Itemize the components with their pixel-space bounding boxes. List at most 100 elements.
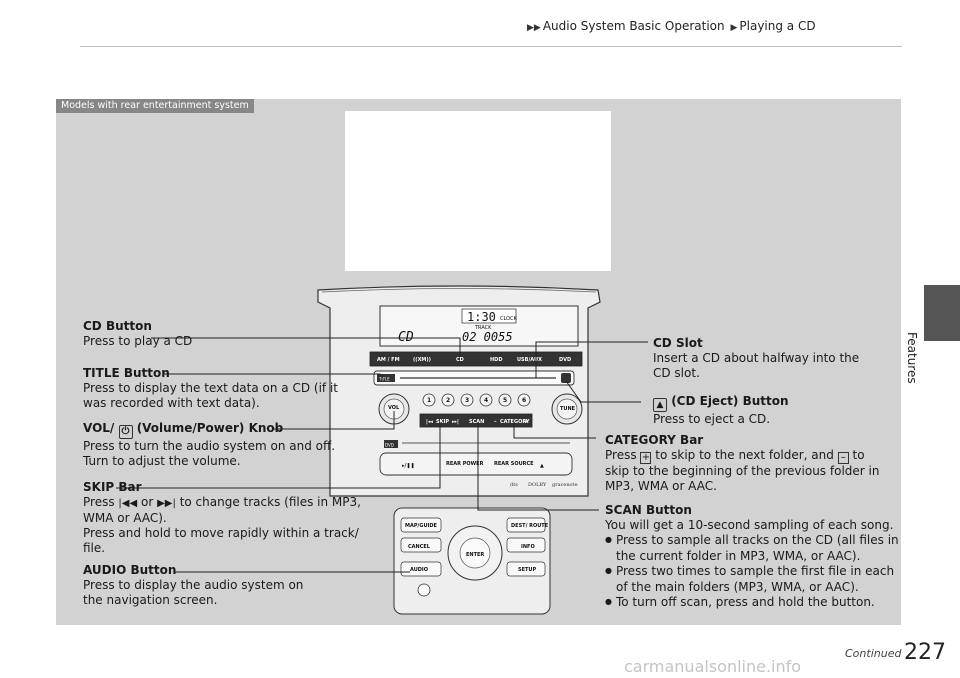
callout-bullet: Press two times to sample the first file… — [605, 564, 899, 580]
leader-line — [535, 341, 648, 378]
info-button[interactable]: INFO — [521, 544, 535, 550]
screen-image-placeholder — [345, 111, 611, 271]
callout-title: VOL/ — [83, 421, 115, 435]
preset-label: 6 — [522, 397, 526, 404]
callout-line: the navigation screen. — [83, 593, 218, 607]
minus-icon: – — [837, 452, 849, 464]
callout-title-button: TITLE Button Press to display the text d… — [83, 366, 338, 411]
leader-line — [513, 422, 596, 439]
skip-bar-label[interactable]: SKIP — [436, 419, 449, 425]
preset-button-3[interactable] — [460, 393, 474, 407]
callout-line: Press to play a CD — [83, 334, 193, 348]
header-divider — [80, 46, 902, 47]
callout-audio-button: AUDIO Button Press to display the audio … — [83, 563, 303, 608]
gracenote-logo: gracenote — [552, 482, 578, 488]
cancel-button[interactable]: CANCEL — [408, 544, 431, 550]
preset-button-2[interactable] — [441, 393, 455, 407]
preset-label: 2 — [446, 397, 450, 404]
cd-button[interactable]: CD — [456, 357, 464, 363]
breadcrumb: ▶▶Audio System Basic Operation ▶Playing … — [525, 19, 816, 33]
callout-cd-slot: CD Slot Insert a CD about halfway into t… — [653, 336, 859, 381]
callout-text: Press — [83, 495, 115, 509]
eject-button[interactable] — [561, 373, 571, 383]
watermark: carmanualsonline.info — [624, 657, 802, 676]
dts-logo: dts — [510, 482, 518, 488]
setup-button[interactable]: SETUP — [518, 567, 536, 573]
callout-text: to change tracks (files in MP3, — [179, 495, 361, 509]
leader-line — [477, 422, 599, 511]
callout-title: SCAN Button — [605, 503, 692, 517]
scan-button[interactable]: SCAN — [469, 419, 484, 425]
rear-source-button[interactable]: REAR SOURCE — [494, 461, 534, 467]
callout-line: Turn to adjust the volume. — [83, 454, 241, 468]
preset-button-5[interactable] — [498, 393, 512, 407]
dolby-logo: DOLBY — [528, 482, 547, 488]
callout-title: AUDIO Button — [83, 563, 177, 577]
callout-scan-button: SCAN Button You will get a 10-second sam… — [605, 503, 899, 611]
callout-line: was recorded with text data). — [83, 396, 260, 410]
callout-line: WMA or AAC). — [83, 511, 167, 525]
callout-title: SKIP Bar — [83, 480, 142, 494]
map-guide-button[interactable]: MAP/GUIDE — [405, 523, 438, 529]
callout-line: file. — [83, 541, 106, 555]
callout-text: or — [141, 495, 154, 509]
skip-back-icon: |◀◀ — [118, 498, 138, 509]
leader-line — [151, 337, 461, 357]
category-plus-icon[interactable]: + — [524, 419, 528, 425]
callout-title: CATEGORY Bar — [605, 433, 704, 447]
callout-text: to skip to the next folder, and — [655, 448, 834, 462]
audio-button[interactable]: AUDIO — [410, 567, 428, 573]
preset-label: 4 — [484, 397, 488, 404]
enter-button[interactable]: ENTER — [466, 552, 484, 558]
callout-line: Press and hold to move rapidly within a … — [83, 526, 359, 540]
skip-forward-icon[interactable]: ▸▸| — [452, 419, 459, 425]
callout-cd-button: CD Button Press to play a CD — [83, 319, 192, 349]
preset-button-1[interactable] — [422, 393, 436, 407]
breadcrumb-item[interactable]: Audio System Basic Operation — [542, 19, 725, 33]
usb-aux-button[interactable]: USB/AUX — [517, 357, 542, 363]
callout-line: Press to display the audio system on — [83, 578, 304, 592]
voice-button[interactable] — [417, 583, 431, 597]
title-button[interactable] — [377, 374, 395, 382]
skip-back-icon[interactable]: |◂◂ — [426, 419, 433, 425]
page-number: 227 — [904, 640, 946, 665]
callout-title: TITLE Button — [83, 366, 170, 380]
callout-vol-knob: VOL/ ⏻ (Volume/Power) Knob Press to turn… — [83, 421, 335, 469]
leader-line — [565, 380, 641, 403]
callout-cd-eject: ▲ (CD Eject) Button Press to eject a CD. — [653, 394, 789, 427]
hdd-button[interactable]: HDD — [490, 357, 503, 363]
continued-label: Continued — [845, 647, 902, 660]
callout-bullet: To turn off scan, press and hold the but… — [605, 595, 899, 611]
callout-title: CD Button — [83, 319, 152, 333]
callout-title: (CD Eject) Button — [671, 394, 789, 408]
category-bar-label[interactable]: CATEGORY — [500, 419, 530, 425]
title-button-label: TITLE — [378, 377, 390, 382]
breadcrumb-item[interactable]: Playing a CD — [739, 19, 816, 33]
leader-line — [116, 422, 441, 489]
am-fm-button[interactable]: AM / FM — [377, 357, 400, 363]
xm-button-icon[interactable]: ((XM)) — [413, 357, 431, 363]
dest-route-button[interactable]: DEST/ ROUTE — [511, 523, 549, 529]
plus-icon: + — [640, 452, 652, 464]
display-track-time: 02 0055 — [462, 330, 513, 344]
dvd-eject-button[interactable]: ▲ — [540, 463, 544, 469]
preset-button-6[interactable] — [517, 393, 531, 407]
dvd-button[interactable]: DVD — [559, 357, 571, 363]
section-tab — [924, 285, 960, 341]
callout-bullet-cont: of the main folders (MP3, WMA, or AAC). — [616, 580, 859, 594]
vol-knob-label: VOL — [388, 405, 400, 411]
preset-button-4[interactable] — [479, 393, 493, 407]
category-minus-icon[interactable]: – — [494, 419, 497, 425]
rear-power-button[interactable]: REAR POWER — [446, 461, 484, 467]
skip-forward-icon: ▶▶| — [157, 498, 176, 509]
play-pause-button[interactable]: ▸/❚❚ — [402, 463, 415, 469]
clock-text: 1:30 — [467, 310, 496, 324]
leader-line — [164, 373, 384, 379]
tune-knob-label: TUNE — [560, 406, 576, 412]
preset-label: 1 — [427, 397, 431, 404]
callout-line: MP3, WMA or AAC. — [605, 479, 717, 493]
callout-category-bar: CATEGORY Bar Press + to skip to the next… — [605, 433, 879, 494]
breadcrumb-arrow-icon: ▶ — [730, 23, 738, 33]
callout-text: to — [852, 448, 865, 462]
